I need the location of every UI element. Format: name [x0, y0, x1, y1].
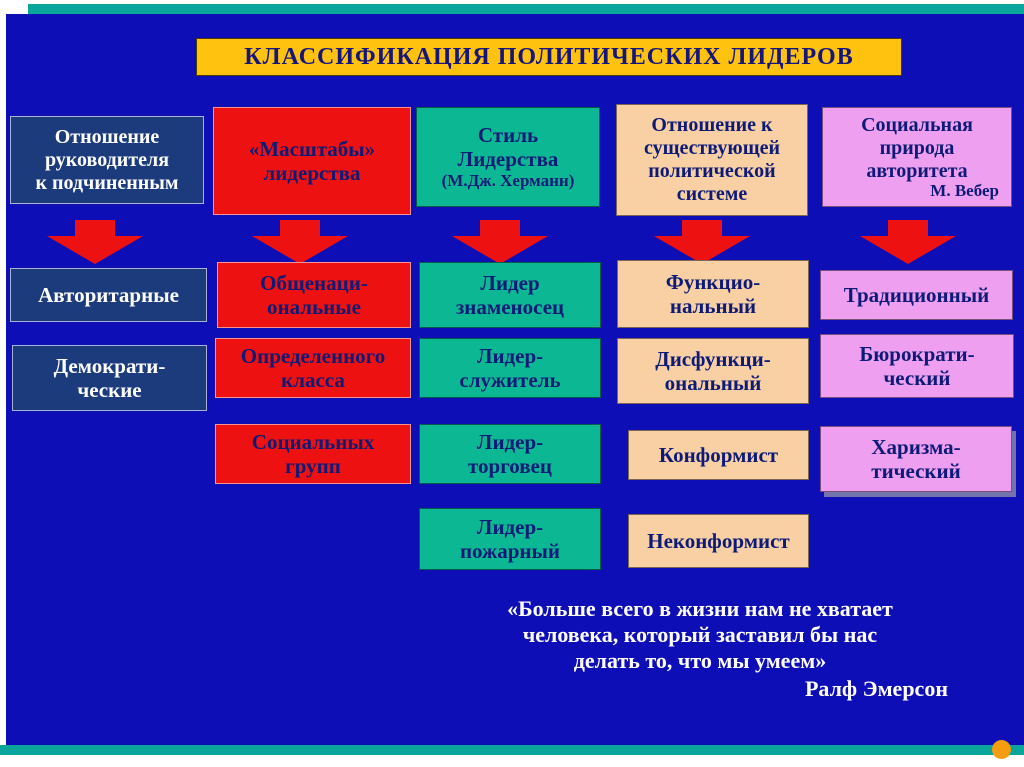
- column-4-item-4: Неконформист: [628, 514, 809, 568]
- column-2-header: «Масштабы» лидерства: [213, 107, 411, 215]
- column-5-header-subtext: М. Вебер: [930, 180, 999, 200]
- column-3-item-2: Лидер- служитель: [419, 338, 601, 398]
- column-1-item-2: Демократи- ческие: [12, 345, 207, 411]
- quote-line-3: делать то, что мы умеем»: [573, 647, 827, 673]
- column-3-header-text: Стиль Лидерства: [457, 123, 559, 172]
- column-3-item-4: Лидер- пожарный: [419, 508, 601, 570]
- column-5-header: Социальная природа авторитета М. Вебер: [822, 107, 1012, 207]
- slide-title-text: КЛАССИФИКАЦИЯ ПОЛИТИЧЕСКИХ ЛИДЕРОВ: [244, 43, 854, 70]
- down-arrow-icon: [654, 220, 750, 264]
- top-accent-bar: [28, 4, 1024, 14]
- column-5-item-2: Бюрократи- ческий: [820, 334, 1014, 398]
- quote-block: «Больше всего в жизни нам не хватает чел…: [430, 596, 970, 702]
- column-5-item-1: Традиционный: [820, 270, 1013, 320]
- column-2-item-2: Определенного класса: [215, 338, 411, 398]
- column-3-item-1: Лидер знаменосец: [419, 262, 601, 328]
- column-1-item-1: Авторитарные: [10, 268, 207, 322]
- column-3-header-subtext: (М.Дж. Херманн): [441, 171, 575, 191]
- column-4-item-1: Функцио- нальный: [617, 260, 809, 328]
- column-4-item-3: Конформист: [628, 430, 809, 480]
- slide-bullet-dot: [992, 740, 1011, 759]
- quote-line-2: человека, который заставил бы нас: [522, 621, 878, 647]
- quote-attribution: Ралф Эмерсон: [804, 675, 948, 701]
- slide-title: КЛАССИФИКАЦИЯ ПОЛИТИЧЕСКИХ ЛИДЕРОВ: [196, 38, 902, 76]
- quote-line-1: «Больше всего в жизни нам не хватает: [507, 596, 893, 621]
- down-arrow-icon: [860, 220, 956, 264]
- column-4-header-text: Отношение к существующей политической си…: [643, 114, 780, 205]
- column-4-item-2: Дисфункци- ональный: [617, 338, 809, 404]
- column-3-item-3: Лидер- торговец: [419, 424, 601, 484]
- down-arrow-icon: [47, 220, 143, 264]
- down-arrow-icon: [452, 220, 548, 264]
- column-4-header: Отношение к существующей политической си…: [616, 104, 808, 216]
- bottom-accent-bar: [0, 745, 1024, 755]
- column-2-item-3: Социальных групп: [215, 424, 411, 484]
- column-1-header-text: Отношение руководителя к подчиненным: [35, 125, 179, 194]
- column-2-header-text: «Масштабы» лидерства: [248, 136, 376, 185]
- down-arrow-icon: [252, 220, 348, 264]
- column-1-header: Отношение руководителя к подчиненным: [10, 116, 204, 204]
- column-5-item-3: Харизма- тический: [820, 426, 1012, 492]
- column-3-header: Стиль Лидерства (М.Дж. Херманн): [416, 107, 600, 207]
- column-2-item-1: Общенаци- ональные: [217, 262, 411, 328]
- column-5-header-text: Социальная природа авторитета: [861, 113, 973, 182]
